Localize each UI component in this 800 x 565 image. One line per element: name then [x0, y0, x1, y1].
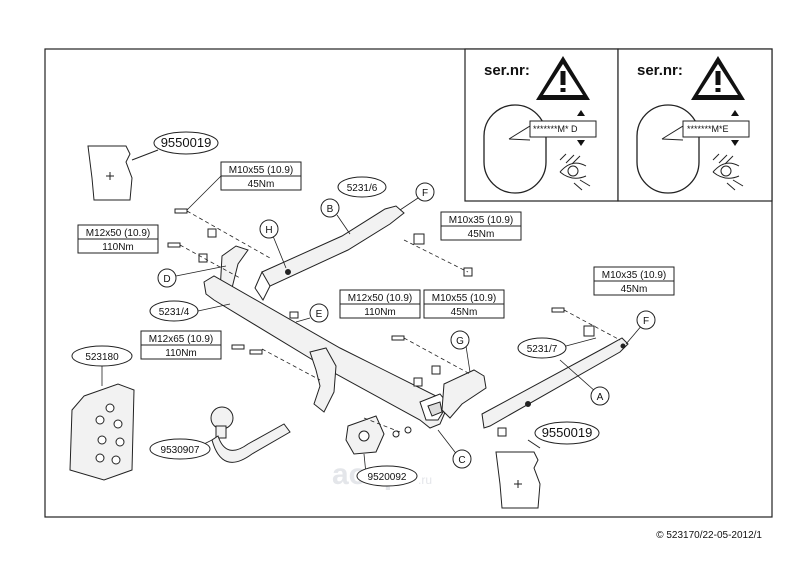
callout-5231-6: 5231/6	[337, 176, 387, 198]
arrow-down-icon	[577, 110, 585, 116]
warning-icon	[536, 56, 590, 100]
callout-5231-7: 5231/7	[517, 337, 567, 359]
serial-code: *******M* D	[533, 124, 578, 134]
part-number: 523180	[85, 352, 119, 363]
diagram-frame	[44, 48, 773, 518]
assembly-lines	[179, 210, 621, 433]
parts-drawing	[69, 145, 629, 509]
frame-outline	[483, 104, 547, 194]
callout-523180: 523180	[71, 345, 133, 367]
part-number: 5231/4	[159, 307, 190, 318]
hitch-mount	[309, 347, 337, 413]
arrow-down-icon	[731, 110, 739, 116]
serial-code: *******M*E	[687, 124, 729, 134]
bolt-size: M12x50 (10.9)	[348, 293, 412, 304]
eye-icon	[559, 153, 591, 191]
serial-plate	[682, 120, 750, 138]
letter-g: G	[456, 336, 464, 347]
bolt-torque: 110Nm	[364, 307, 396, 318]
bolt-torque: 45Nm	[468, 229, 495, 240]
bolt-torque: 45Nm	[451, 307, 478, 318]
callout-9550019-bottom: 9550019	[534, 421, 600, 445]
electrical-kit-523180	[69, 383, 135, 481]
bolt-torque: 45Nm	[621, 284, 648, 295]
bolt-size: M10x55 (10.9)	[229, 165, 293, 176]
bolt-spec-m10x35-mid: M10x35 (10.9) 45Nm	[440, 211, 522, 241]
callout-9530907: 9530907	[149, 438, 211, 460]
serial-panel-1: ser.nr: *******M* D	[464, 48, 619, 202]
bolt-size: M10x35 (10.9)	[602, 270, 666, 281]
bolt-spec-m10x55-top: M10x55 (10.9) 45Nm	[186, 161, 302, 211]
part-number: 9550019	[542, 425, 593, 440]
watermark-tld: .ru	[418, 473, 432, 487]
letter-callouts: B F H D E G C A F	[157, 182, 656, 469]
serial-panel-2: ser.nr: *******M*E	[617, 48, 773, 202]
serial-plate	[529, 120, 597, 138]
letter-f: F	[422, 188, 428, 199]
part-number: 9530907	[161, 445, 200, 456]
bolt-torque: 110Nm	[102, 242, 134, 253]
bolt-spec-m12x65: M12x65 (10.9) 110Nm	[140, 330, 222, 360]
eye-icon	[712, 153, 744, 191]
serial-title: ser.nr:	[637, 62, 683, 79]
bolt-spec-m10x35-right: M10x35 (10.9) 45Nm	[593, 266, 675, 296]
letter-a: A	[597, 392, 604, 403]
bolt-torque: 45Nm	[248, 179, 275, 190]
bolt-size: M10x35 (10.9)	[449, 215, 513, 226]
bolt-size: M12x65 (10.9)	[149, 334, 213, 345]
frame-outline	[636, 104, 700, 194]
letter-e: E	[316, 309, 323, 320]
bolt-size: M10x55 (10.9)	[432, 293, 496, 304]
warning-icon	[691, 56, 745, 100]
part-number: 9520092	[368, 472, 407, 483]
part-number: 9550019	[161, 135, 212, 150]
arrow-up-icon	[577, 140, 585, 146]
bracket-5231-6	[261, 205, 405, 300]
tow-ball-9530907	[210, 406, 291, 463]
bolt-spec-m10x55-center: M10x55 (10.9) 45Nm	[423, 289, 505, 319]
part-number: 5231/7	[527, 344, 558, 355]
bolt-spec-m12x50-left: M12x50 (10.9) 110Nm	[77, 224, 159, 254]
letter-f: F	[643, 316, 649, 327]
callout-9520092: 9520092	[356, 465, 418, 487]
copyright-notice: © 523170/22-05-2012/1	[656, 530, 762, 541]
arrow-up-icon	[731, 140, 739, 146]
letter-c: C	[458, 455, 465, 466]
letter-h: H	[265, 225, 272, 236]
callout-9550019-top: 9550019	[153, 131, 219, 155]
bracket-g	[441, 369, 487, 419]
callout-5231-4: 5231/4	[149, 300, 199, 322]
letter-d: D	[163, 274, 170, 285]
serial-title: ser.nr:	[484, 62, 530, 79]
letter-b: B	[327, 204, 334, 215]
bolt-torque: 110Nm	[165, 348, 197, 359]
bolt-size: M12x50 (10.9)	[86, 228, 150, 239]
bolt-spec-m12x50-center: M12x50 (10.9) 110Nm	[339, 289, 421, 319]
part-number: 5231/6	[347, 183, 378, 194]
